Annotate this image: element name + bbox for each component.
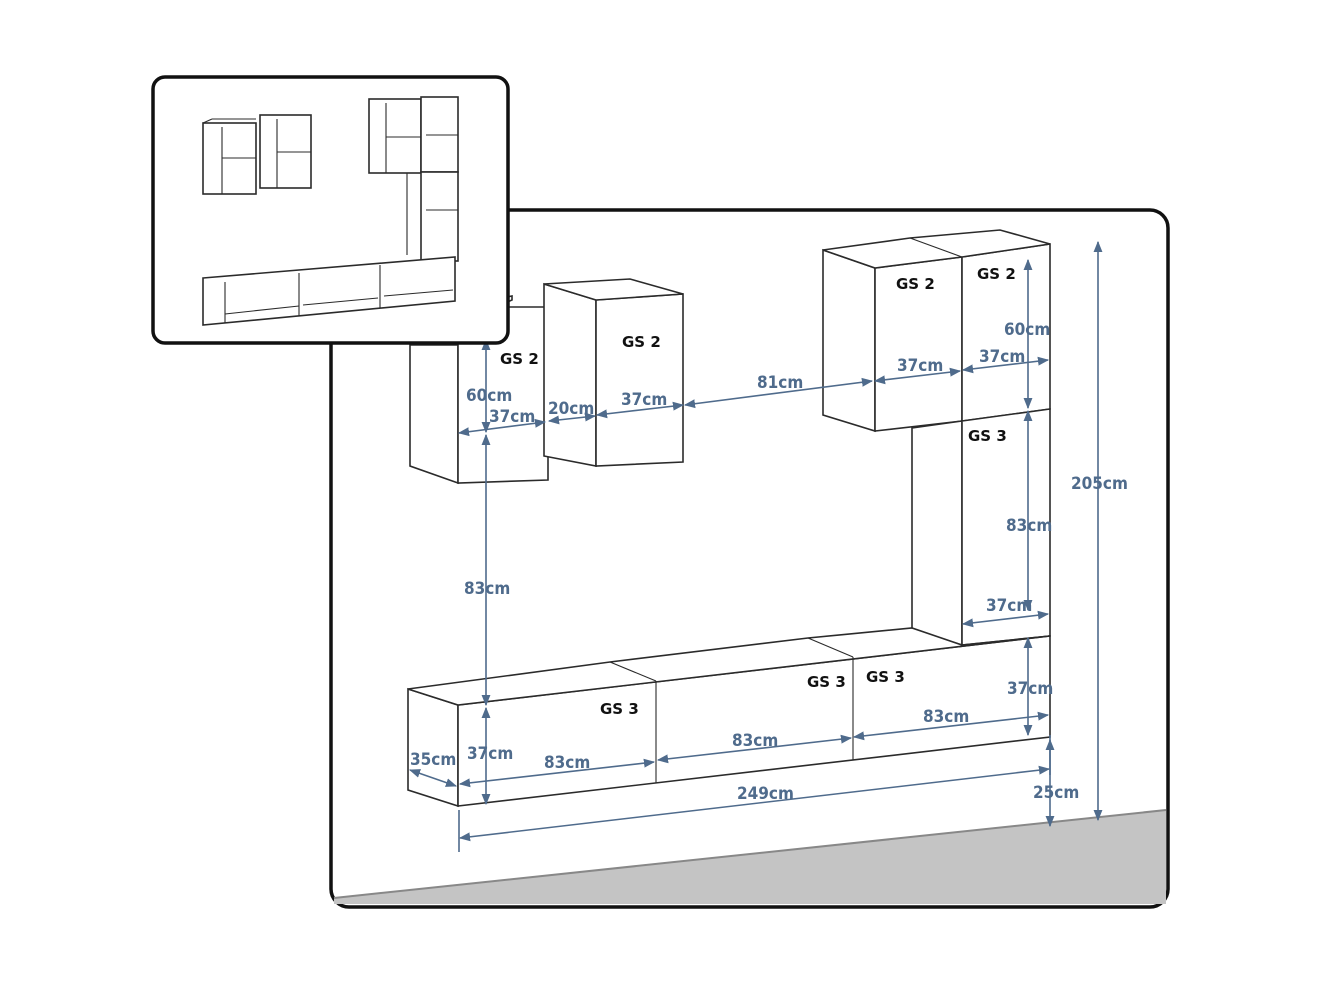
dimension-labels: 60cm 37cm 20cm 37cm 81cm 37cm 37cm 60cm … [410, 320, 1128, 804]
inset-preview [151, 75, 510, 345]
label-tall-vertical: GS 3 [968, 427, 1007, 445]
dim-second-width: 37cm [621, 390, 667, 410]
inset-second-cabinet [259, 114, 312, 189]
inset-low-cabinets [202, 256, 456, 326]
dim-vertical-height: 83cm [1006, 516, 1052, 536]
dim-floor-gap: 25cm [1033, 783, 1079, 803]
dim-low-left-height: 37cm [467, 744, 513, 764]
dim-right-right-width: 37cm [979, 347, 1025, 367]
label-low-middle: GS 3 [807, 673, 846, 691]
dim-total-height: 205cm [1071, 474, 1128, 494]
dimension-lines [408, 240, 1103, 852]
inset-left-cabinet [202, 118, 257, 195]
dim-gap-large: 81cm [757, 373, 803, 393]
second-wall-cabinet [543, 278, 684, 467]
dim-right-left-width: 37cm [897, 356, 943, 376]
dim-low-middle-width: 83cm [732, 731, 778, 751]
label-right-wall-left: GS 2 [896, 275, 935, 293]
dim-left-height: 60cm [466, 386, 512, 406]
dim-depth: 35cm [410, 750, 456, 770]
inset-right-cabinets [368, 96, 459, 262]
label-low-left: GS 3 [600, 700, 639, 718]
dim-low-left-width: 83cm [544, 753, 590, 773]
dim-vertical-width: 37cm [986, 596, 1032, 616]
label-right-wall-right: GS 2 [977, 265, 1016, 283]
dim-gap-small: 20cm [548, 399, 594, 419]
dim-low-right-width: 83cm [923, 707, 969, 727]
dim-total-width: 249cm [737, 784, 794, 804]
dim-left-gap-height: 83cm [464, 579, 510, 599]
label-low-right: GS 3 [866, 668, 905, 686]
dim-right-height: 60cm [1004, 320, 1050, 340]
module-labels: GS 2 GS 2 GS 2 GS 2 GS 3 GS 3 GS 3 GS 3 [500, 265, 1016, 718]
label-left-wall-second: GS 2 [622, 333, 661, 351]
dim-low-right-height: 37cm [1007, 679, 1053, 699]
label-left-wall-front: GS 2 [500, 350, 539, 368]
dim-left-width: 37cm [489, 407, 535, 427]
